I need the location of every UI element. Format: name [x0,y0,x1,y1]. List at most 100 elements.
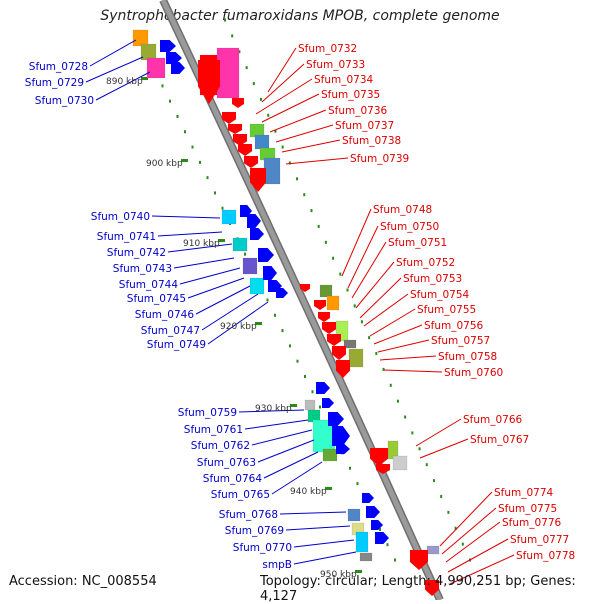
reverse-gene-label: Sfum_0748 [373,204,432,216]
reverse-gene-arrow [332,346,346,360]
forward-gene-label: Sfum_0741 [97,231,156,243]
forward-label-leader [279,511,347,515]
scale-dot-right [339,272,342,276]
forward-label-leader [251,429,313,446]
reverse-gene-arrow [314,300,326,310]
forward-gene-arrow [371,520,383,530]
forward-label-leader [271,461,323,495]
reverse-gene-arrow [410,550,428,570]
scale-dot-right [353,304,356,308]
forward-label-leader [85,56,144,83]
reverse-gene-label: Sfum_0751 [388,237,447,249]
reverse-gene-arrow [376,464,390,474]
feature-block [140,43,157,61]
forward-gene-arrow [336,444,350,454]
feature-block [319,284,333,298]
reverse-label-leader [415,418,462,447]
reverse-gene-label: Sfum_0735 [321,89,380,101]
feature-block [221,209,237,225]
reverse-gene-label: Sfum_0752 [396,257,455,269]
forward-gene-label: Sfum_0742 [107,247,166,259]
reverse-gene-label: Sfum_0739 [350,153,409,165]
scale-dot-left [221,206,224,210]
forward-gene-arrow [375,532,389,544]
forward-gene-arrow [258,248,274,262]
reverse-label-leader [285,157,349,165]
reverse-gene-arrow [370,448,388,466]
reverse-gene-label: Sfum_0737 [335,120,394,132]
reverse-label-leader [449,554,515,585]
scale-dot-right [288,161,291,165]
reverse-gene-label: Sfum_0774 [494,487,554,499]
forward-gene-arrow [160,40,176,52]
forward-label-leader [285,525,351,531]
feature-block [326,295,340,311]
forward-gene-label: Sfum_0740 [91,211,150,223]
forward-label-leader [179,267,241,285]
scale-dot-right [245,66,248,70]
forward-label-leader [263,451,319,479]
reverse-label-leader [359,277,402,319]
scale-dot-right [260,97,263,101]
forward-gene-label: Sfum_0743 [113,263,172,275]
feature-block [304,399,316,411]
reverse-label-leader [267,47,297,93]
scale-dot-right [418,447,421,451]
forward-gene-label: Sfum_0747 [141,325,200,337]
reverse-gene-label: Sfum_0760 [444,367,503,379]
reverse-gene-arrow [300,284,310,292]
reverse-gene-arrow [318,312,330,322]
reverse-gene-arrow [250,168,266,192]
feature-block [249,277,265,295]
forward-gene-label: Sfum_0762 [191,440,250,452]
forward-label-leader [187,277,245,299]
forward-gene-label: Sfum_0730 [35,95,94,107]
forward-gene-arrow [166,52,182,64]
forward-gene-label: Sfum_0759 [178,407,237,419]
forward-gene-arrow [171,62,185,74]
reverse-label-leader [269,109,327,133]
forward-gene-arrow [250,228,264,240]
scale-dot-right [324,240,327,244]
reverse-label-leader [439,491,493,547]
scale-dot-left [199,160,201,164]
reverse-label-leader [369,308,416,337]
reverse-label-leader [383,369,443,373]
forward-gene-arrow [328,412,344,426]
reverse-gene-label: Sfum_0733 [306,59,365,71]
feature-block [254,134,270,150]
scale-dot-right [231,34,234,38]
scale-dot-right [317,224,320,228]
reverse-gene-arrow [336,360,350,378]
feature-block [322,448,338,462]
forward-gene-arrow [366,506,380,518]
scale-dot-right [404,415,407,419]
feature-block [348,348,364,368]
scale-dot-right [447,510,450,514]
scale-dot-left [184,130,186,134]
scale-dot-right [310,209,313,213]
reverse-gene-label: Sfum_0732 [298,43,357,55]
kbp-tick-mark [355,570,362,573]
scale-dot-left [296,359,299,363]
forward-gene-label: Sfum_0746 [135,309,195,321]
scale-dot-right [296,177,299,181]
forward-label-leader [167,243,233,253]
scale-dot-right [346,288,349,292]
forward-label-leader [293,551,357,565]
reverse-gene-label: Sfum_0777 [510,534,569,546]
forward-gene-arrow [247,214,261,228]
scale-dot-left [169,99,171,103]
kbp-tick-mark [290,404,297,407]
kbp-tick-mark [325,487,332,490]
reverse-label-leader [355,261,395,309]
reverse-label-leader [347,225,379,289]
kbp-tick-mark [141,77,148,80]
forward-label-leader [195,285,251,315]
reverse-gene-arrow [425,580,439,596]
feature-block [359,552,373,562]
scale-dot-left [206,176,209,180]
scale-dot-left [289,344,291,348]
feature-block [216,47,240,99]
